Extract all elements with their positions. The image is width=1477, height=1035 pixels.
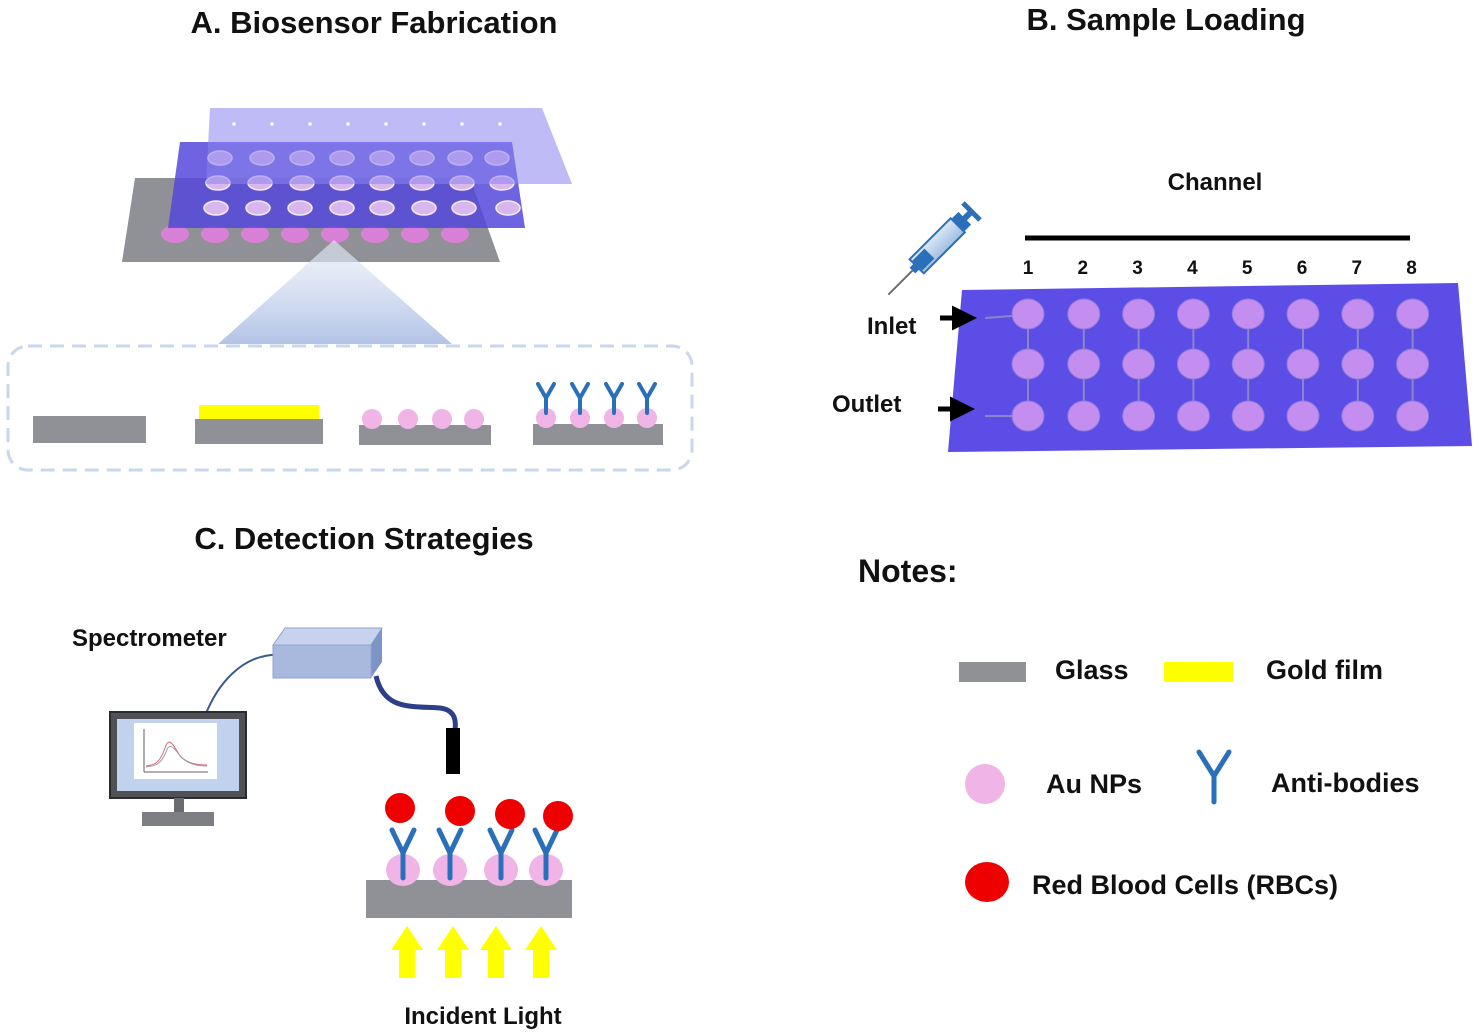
chip-well — [1067, 298, 1101, 330]
detection-unit — [484, 799, 525, 886]
red-blood-cell — [385, 793, 415, 823]
legend-rbc-swatch — [965, 862, 1009, 902]
cover-layer-holes — [232, 122, 502, 126]
antibody-icon — [389, 827, 417, 881]
channel-label: Channel — [1168, 169, 1263, 196]
red-blood-cell — [495, 799, 525, 829]
panel-a-title: A. Biosensor Fabrication — [191, 5, 558, 40]
detection-unit — [433, 796, 475, 886]
chip-well — [1286, 348, 1320, 380]
incident-light-arrow — [525, 926, 557, 978]
chip-well — [1011, 298, 1045, 330]
panel-b: B. Sample Loading Channel 1 2 3 4 5 6 7 8 Inlet… — [832, 2, 1472, 452]
chip-well — [1341, 348, 1375, 380]
panel-c: C. Detection Strategies Spectrometer — [72, 521, 573, 1030]
chip-well — [1176, 348, 1210, 380]
optical-fiber — [373, 675, 458, 731]
chip-well — [1231, 298, 1265, 330]
red-blood-cell — [543, 801, 573, 831]
chip-well — [1122, 298, 1156, 330]
channel-number: 2 — [1078, 258, 1089, 279]
chip-well — [1067, 348, 1101, 380]
fabrication-step-au-nps — [359, 409, 491, 445]
notes-heading: Notes: — [858, 553, 958, 589]
fabrication-steps-inset — [6, 344, 694, 472]
detection-unit — [529, 801, 573, 886]
channel-number: 1 — [1023, 258, 1034, 279]
substrate-nanoparticle-spots — [161, 225, 469, 243]
chip-well — [1286, 400, 1320, 432]
inlet-channel — [984, 315, 1013, 319]
legend-antibody-icon — [1196, 749, 1232, 805]
chip-well — [1176, 400, 1210, 432]
chip-well — [1341, 298, 1375, 330]
notes-legend: Notes: Glass Gold film Au NPs Anti-bodie… — [858, 553, 1420, 902]
incident-light-arrows — [391, 926, 557, 978]
monitor-icon — [109, 711, 247, 826]
legend-gold-film-label: Gold film — [1266, 655, 1383, 685]
chip-well — [1011, 400, 1045, 432]
legend-antibodies-label: Anti-bodies — [1271, 768, 1420, 798]
sensor-substrate — [366, 880, 572, 918]
fabrication-step-glass — [33, 416, 146, 443]
channel-numbers: 1 2 3 4 5 6 7 8 — [1023, 258, 1417, 279]
chip-well — [1341, 400, 1375, 432]
fabrication-step-gold-film — [195, 405, 323, 444]
inlet-label: Inlet — [867, 313, 916, 340]
legend-rbcs-label: Red Blood Cells (RBCs) — [1032, 870, 1338, 900]
panel-b-title: B. Sample Loading — [1026, 2, 1305, 37]
antibody-icon — [436, 827, 464, 881]
antibody-icon — [532, 827, 560, 881]
incident-light-arrow — [437, 926, 469, 978]
magnification-cone — [218, 240, 452, 344]
fabrication-step-antibodies — [533, 382, 663, 445]
channel-number: 7 — [1352, 258, 1363, 279]
chip-well — [1396, 348, 1430, 380]
incident-light-arrow — [480, 926, 512, 978]
channel-number: 6 — [1297, 258, 1308, 279]
legend-au-nps-label: Au NPs — [1046, 769, 1142, 799]
antibody-icon — [487, 827, 515, 881]
fiber-probe-icon — [446, 728, 460, 774]
chip-well — [1011, 348, 1045, 380]
layer-stack-illustration — [122, 108, 572, 262]
incident-light-label: Incident Light — [404, 1003, 561, 1030]
legend-glass-label: Glass — [1055, 655, 1129, 685]
legend-gold-film-swatch — [1164, 662, 1233, 682]
chip-wells — [1011, 298, 1430, 432]
chip-well — [1231, 400, 1265, 432]
chip-well — [1122, 400, 1156, 432]
legend-glass-swatch — [959, 662, 1026, 682]
syringe-icon — [887, 201, 982, 296]
channel-number: 5 — [1242, 258, 1253, 279]
channel-number: 8 — [1406, 258, 1417, 279]
legend-au-np-swatch — [965, 764, 1005, 804]
red-blood-cell — [445, 796, 475, 826]
chip-well — [1122, 348, 1156, 380]
panel-a: A. Biosensor Fabrication — [6, 5, 694, 472]
chip-well — [1286, 298, 1320, 330]
chip-well — [1231, 348, 1265, 380]
channel-number: 4 — [1187, 258, 1198, 279]
data-cable — [204, 653, 287, 717]
chip-well — [1176, 298, 1210, 330]
spectrum-plot-thumbnail — [143, 729, 208, 773]
outlet-label: Outlet — [832, 391, 901, 418]
chip-well — [1067, 400, 1101, 432]
antibody-icon — [536, 382, 657, 415]
detection-unit — [385, 793, 420, 886]
incident-light-arrow — [391, 926, 423, 978]
channel-number: 3 — [1132, 258, 1143, 279]
panel-c-title: C. Detection Strategies — [194, 521, 533, 556]
spectrometer-label: Spectrometer — [72, 625, 227, 652]
cover-layer — [206, 108, 572, 184]
detection-units — [385, 793, 573, 886]
chip-well — [1396, 400, 1430, 432]
chip-well — [1396, 298, 1430, 330]
spectrometer-icon — [272, 627, 383, 679]
